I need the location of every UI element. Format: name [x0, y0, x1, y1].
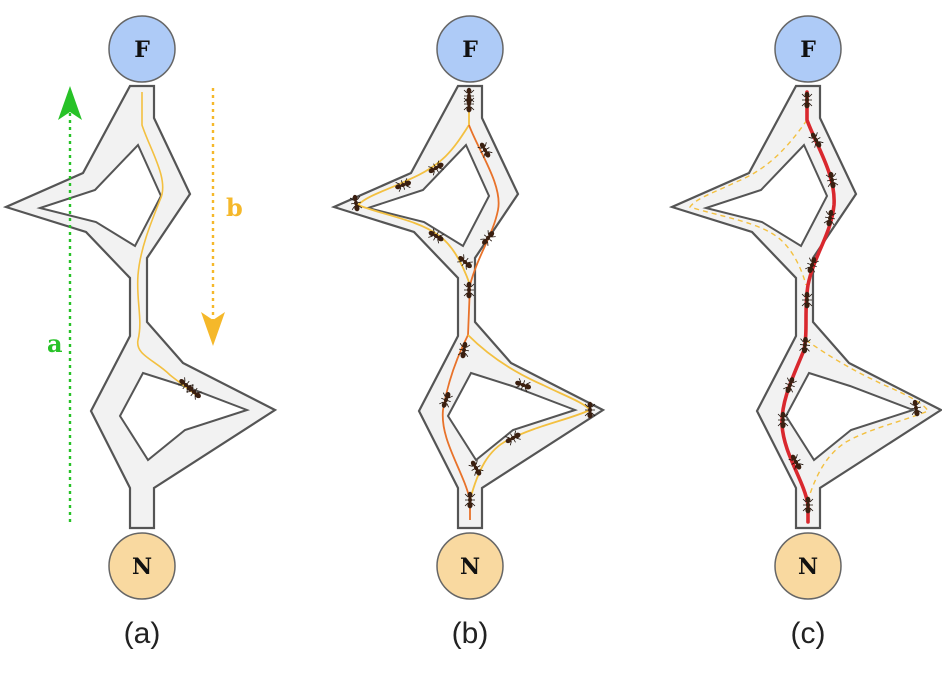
panel-a: a b F N (a): [4, 15, 277, 650]
food-label: F: [462, 37, 478, 63]
food-label: F: [800, 37, 816, 63]
panel-label: (a): [124, 617, 161, 650]
panel-label: (b): [452, 617, 489, 650]
food-node: [774, 15, 842, 83]
arrow-b: [201, 88, 225, 346]
faded-trail-lower: [805, 339, 930, 501]
nest-node: [108, 532, 176, 600]
panel-label: (c): [791, 617, 826, 650]
panel-c: F N (c): [670, 15, 942, 650]
faded-trail-upper: [688, 119, 808, 286]
food-node: [436, 15, 504, 83]
nest-node: [436, 532, 504, 600]
nest-label: N: [460, 554, 480, 580]
nest-label: N: [132, 554, 152, 580]
nest-node: [774, 532, 842, 600]
trail-upper-left: [356, 100, 471, 286]
food-label: F: [134, 37, 150, 63]
trail-upper-right: [468, 124, 500, 286]
panel-b: F N (b): [332, 15, 605, 650]
arrow-a-label: a: [47, 329, 63, 358]
arrow-b-label: b: [226, 193, 243, 222]
trail-lower-left: [441, 284, 471, 520]
corridor-network: [4, 84, 277, 530]
arrow-a: [58, 86, 82, 522]
exploration-trail: [136, 92, 197, 396]
food-node: [108, 15, 176, 83]
nest-label: N: [798, 554, 818, 580]
